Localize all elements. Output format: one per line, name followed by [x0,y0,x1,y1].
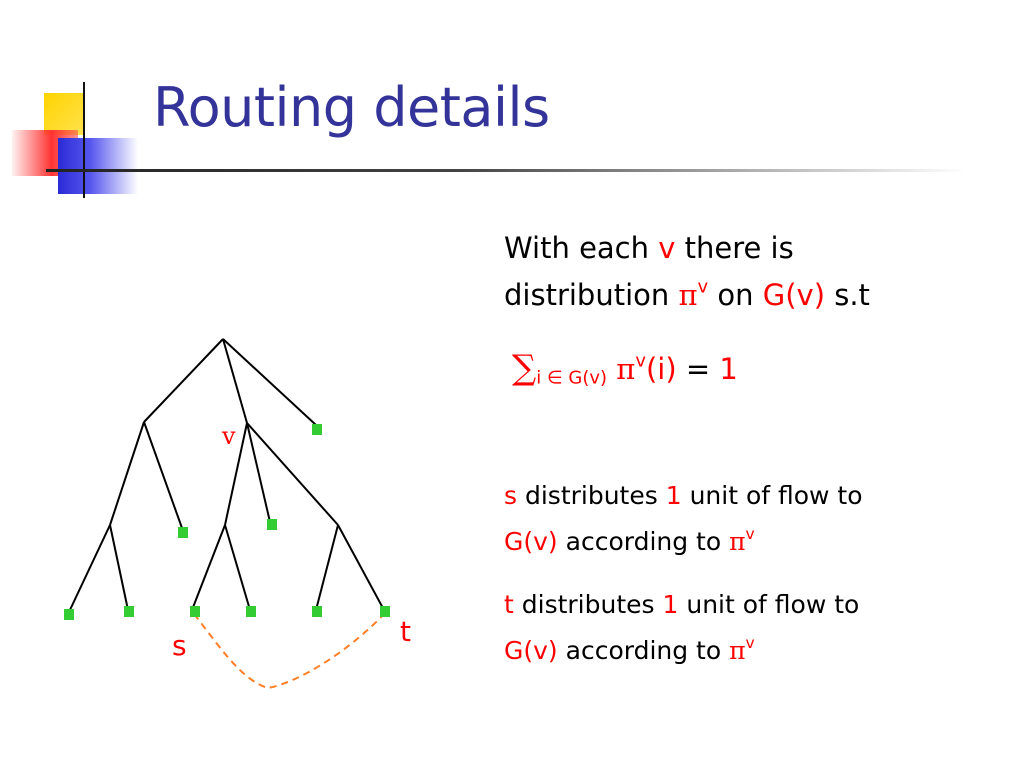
s-distribution-paragraph: s distributes 1 unit of flow to G(v) acc… [504,473,863,565]
node-label-s: s [172,629,187,662]
tree-edge [246,422,271,523]
leaf-node [312,424,322,435]
leaf-node [64,609,74,620]
tree-edge [222,338,317,426]
logo-vertical-line [83,82,85,198]
node-label-t: t [400,615,411,648]
s-t-path [193,613,385,690]
definition-line-1: With each v there is [504,231,794,265]
tree-edge [246,422,339,526]
tree-edge [143,421,183,529]
slide-title: Routing details [153,76,550,139]
s-line-1: s distributes 1 unit of flow to [504,481,863,510]
leaf-node [312,606,322,617]
t-distribution-paragraph: t distributes 1 unit of flow to G(v) acc… [504,582,859,674]
tree-edge [68,524,111,613]
tree-edge [224,524,251,611]
sum-equation: ∑i ∈ G(v) πv(i) = 1 [512,348,738,389]
t-line-2: G(v) according to πv [504,634,755,665]
tree-edge [315,524,339,611]
leaf-node [190,606,200,617]
definition-line-2: distribution πv on G(v) s.t [504,276,870,312]
tree-edge [109,524,129,611]
title-underline [46,169,966,172]
leaf-node [267,519,277,530]
t-line-1: t distributes 1 unit of flow to [504,590,860,619]
node-label-v: v [221,422,236,450]
tree-edge [222,338,248,424]
s-line-2: G(v) according to πv [504,525,755,556]
leaf-node [246,606,256,617]
leaf-node [178,527,188,538]
tree-edge [109,421,145,526]
distribution-definition: With each v there is distribution πv on … [504,225,870,319]
leaf-node [124,606,134,617]
logo-yellow-square [44,93,84,135]
leaf-node [380,606,390,617]
tree-edge [191,524,226,611]
logo-blue-square [58,138,138,194]
tree-edge [143,338,224,423]
tree-edge [224,422,248,526]
tree-edge [337,524,385,611]
